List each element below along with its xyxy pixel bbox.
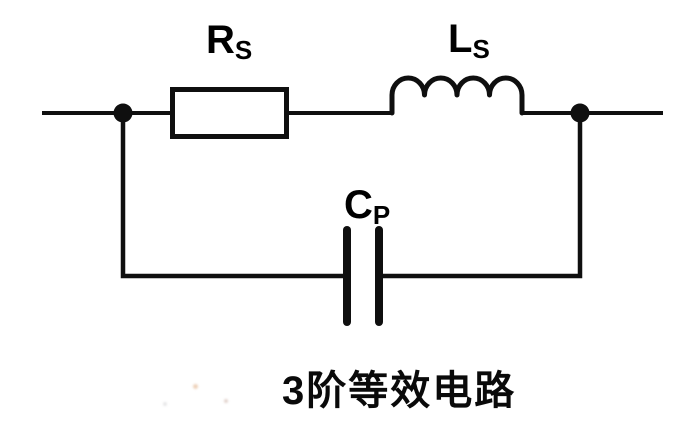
left-branch-wire [120,113,347,279]
diagram-caption: 3阶等效电路 [282,369,517,413]
artifact-speck [224,399,228,403]
inductor-label: LS [448,19,490,62]
capacitor-label-subscript: P [372,200,391,230]
inductor-label-symbol: L [448,17,473,61]
resistor-label: RS [206,20,252,63]
resistor-symbol [170,87,289,139]
left-junction-node [113,103,133,123]
inductor-label-subscript: S [472,34,490,64]
capacitor-label: CP [344,185,390,228]
right-branch-wire [379,113,583,279]
inductor-symbol [389,75,525,116]
capacitor-label-symbol: C [344,183,373,227]
artifact-speck [163,402,167,406]
resistor-label-symbol: R [206,18,235,62]
right-junction-node [570,103,590,123]
resistor-label-subscript: S [234,35,253,65]
artifact-speck [193,384,198,389]
